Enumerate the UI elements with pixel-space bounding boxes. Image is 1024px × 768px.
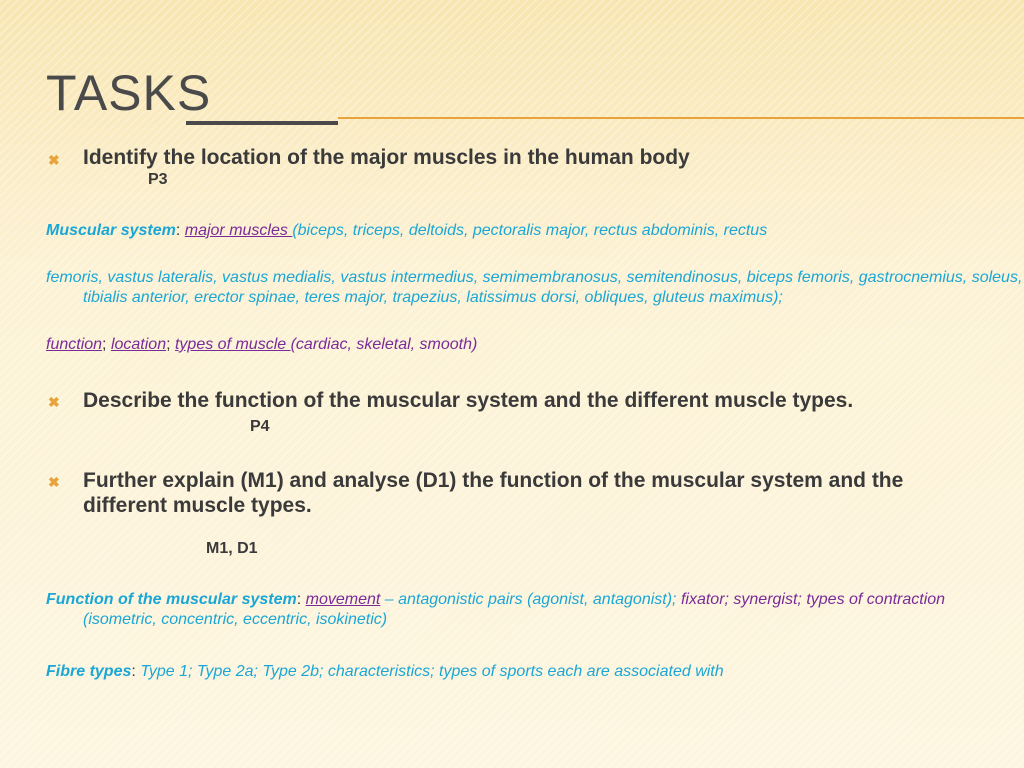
- title-rule: [338, 117, 1024, 119]
- sep-1: ;: [102, 336, 111, 353]
- bullet-3-code: M1, D1: [206, 540, 258, 557]
- muscular-note-line-2: femoris, vastus lateralis, vastus medial…: [46, 268, 1023, 308]
- bullet-3-text: Further explain (M1) and analyse (D1) th…: [83, 469, 904, 517]
- function-colon: :: [296, 591, 302, 608]
- bullet-1-text: Identify the location of the major muscl…: [83, 146, 690, 169]
- muscular-text-1: (biceps, triceps, deltoids, pectoralis m…: [292, 222, 768, 239]
- bullet-2-text: Describe the function of the muscular sy…: [83, 389, 854, 412]
- function-text-1: – antagonistic pairs (agonist, antagonis…: [380, 591, 677, 608]
- fibre-label: Fibre types: [46, 663, 132, 680]
- fibre-text: Type 1; Type 2a; Type 2b; characteristic…: [135, 663, 724, 680]
- function-link[interactable]: function: [46, 336, 103, 353]
- location-link[interactable]: location: [110, 336, 167, 353]
- muscular-label: Muscular system: [46, 222, 176, 239]
- slide-title: TASKS: [46, 65, 212, 121]
- sep-2: ;: [166, 336, 175, 353]
- function-text-2: (isometric, concentric, eccentric, isoki…: [83, 611, 388, 628]
- movement-link[interactable]: movement: [305, 591, 381, 608]
- fibre-note: Fibre types: Type 1; Type 2a; Type 2b; c…: [46, 662, 1013, 682]
- bullet-1-code: P3: [148, 171, 168, 188]
- muscular-note-line-1: Muscular system: major muscles (biceps, …: [46, 221, 1003, 241]
- function-purple-text: fixator; synergist; types of contraction: [676, 591, 946, 608]
- function-note: Function of the muscular system: movemen…: [46, 590, 1013, 630]
- x-mark-icon: ✖: [48, 152, 60, 168]
- fibre-colon: :: [131, 663, 136, 680]
- types-text: (cardiac, skeletal, smooth): [290, 336, 478, 353]
- muscular-colon: :: [175, 222, 181, 239]
- x-mark-icon: ✖: [48, 394, 60, 410]
- major-muscles-link[interactable]: major muscles: [184, 222, 293, 239]
- bullet-2-code: P4: [250, 418, 270, 435]
- muscular-text-2: femoris, vastus lateralis, vastus medial…: [46, 269, 1023, 306]
- title-underline: [186, 121, 338, 125]
- x-mark-icon: ✖: [48, 474, 60, 490]
- function-label: Function of the muscular system: [46, 591, 297, 608]
- types-of-muscle-link[interactable]: types of muscle: [174, 336, 291, 353]
- muscular-note-line-3: function; location; types of muscle (car…: [46, 335, 1003, 355]
